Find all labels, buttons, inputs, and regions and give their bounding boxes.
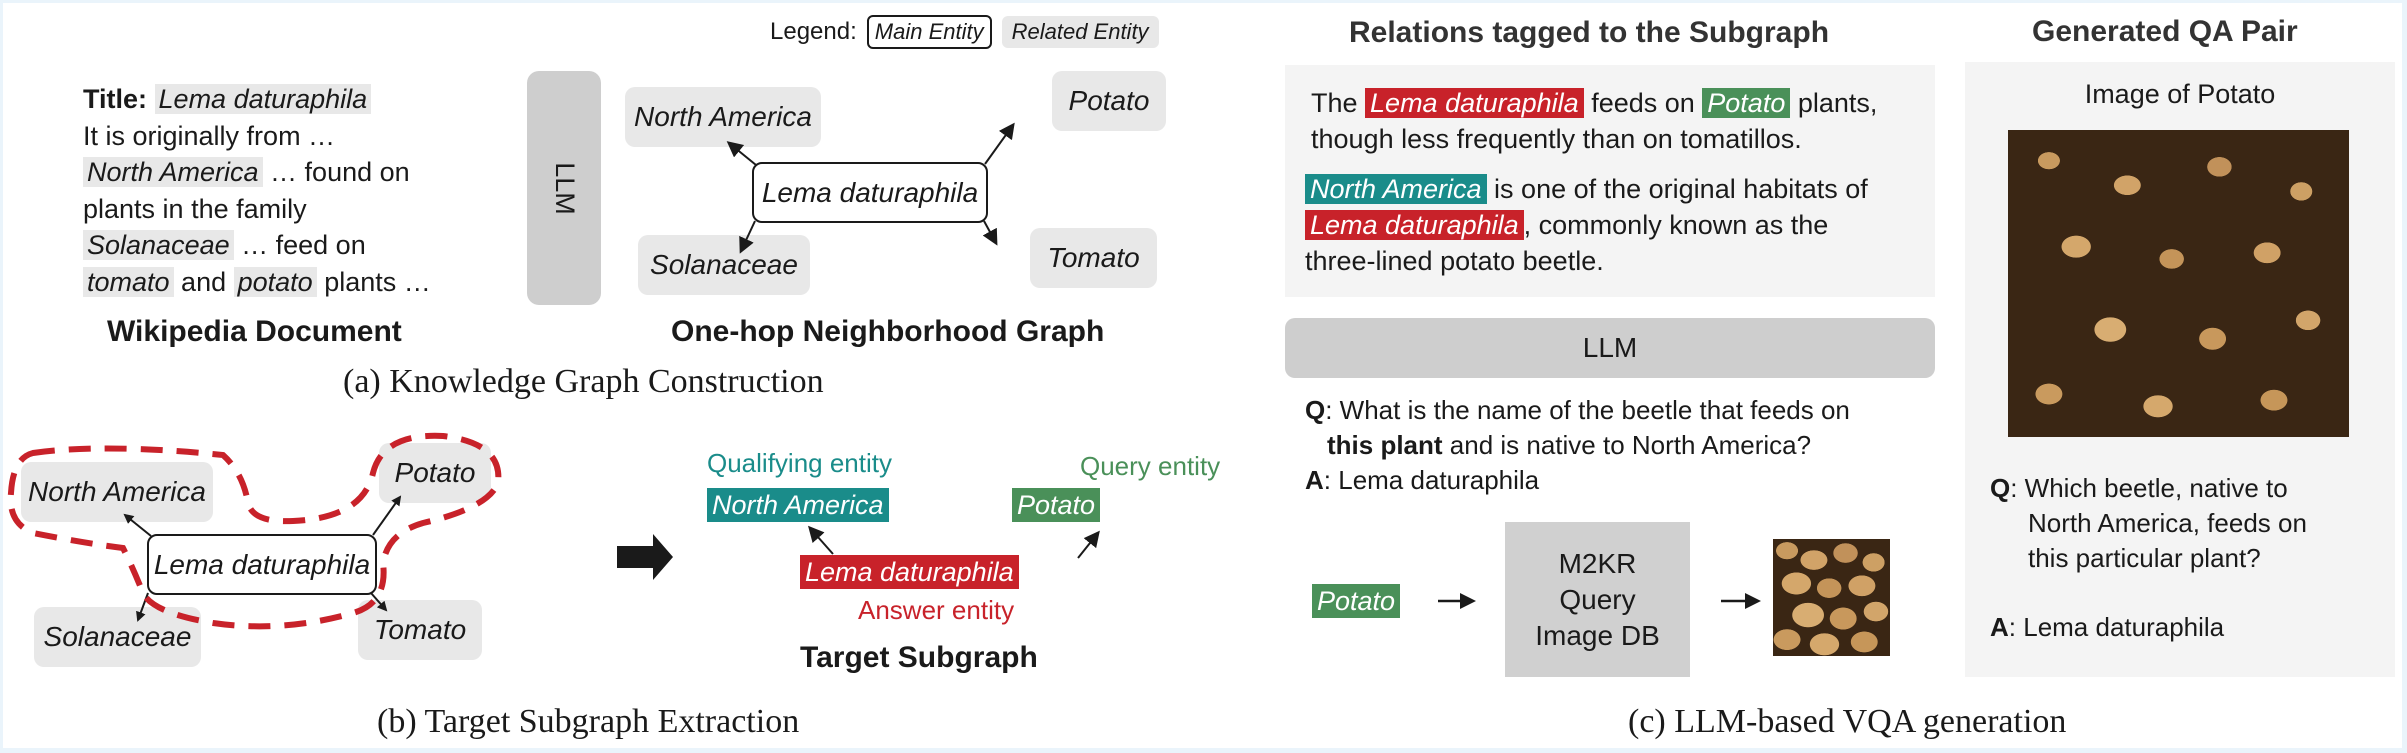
doc-entity-potato: potato <box>233 266 317 297</box>
a-label: A <box>1990 612 2009 642</box>
relation1-query-tag: Potato <box>1702 88 1791 118</box>
relation-text: feeds on <box>1583 88 1703 118</box>
image-label: Image of Potato <box>2084 79 2276 109</box>
legend-related-entity: Related Entity <box>1001 16 1159 48</box>
edge-a-solanaceae <box>739 220 756 254</box>
arrows-overlay <box>7 122 1761 630</box>
edge-a-north-america <box>726 141 757 166</box>
edge-b-north-america <box>123 513 152 537</box>
doc-text: and <box>173 266 234 297</box>
big-right-arrow <box>617 534 673 580</box>
graph-b-node-solanaceae: Solanaceae <box>34 607 201 667</box>
graph-b-node-north-america: North America <box>21 462 213 522</box>
a-label: A <box>1305 465 1324 495</box>
edge-a-potato <box>984 122 1015 165</box>
qualifying-entity-tag: North America <box>707 488 889 522</box>
llm-block-vertical: LLM <box>527 71 601 305</box>
db-line: M2KR <box>1558 547 1637 579</box>
generated-qa-panel: Image of Potato Q: Which beetle, native … <box>1965 62 2395 677</box>
llm-label: LLM <box>1582 332 1638 363</box>
relation-text: The <box>1311 88 1366 118</box>
graph-a-node-north-america: North America <box>625 87 821 147</box>
a-text: : Lema daturaphila <box>2008 612 2225 642</box>
graph-a-main-node: Lema daturaphila <box>752 162 988 223</box>
db-line: Image DB <box>1535 619 1660 651</box>
relations-title: Relations tagged to the Subgraph <box>1349 16 1830 49</box>
relation2-answer-tag: Lema daturaphila <box>1305 210 1524 240</box>
q-bold-text: this plant <box>1327 430 1443 460</box>
intermediate-qa: Q: What is the name of the beetle that f… <box>1305 393 1850 498</box>
llm-block-horizontal: LLM <box>1285 318 1935 378</box>
relations-box: The Lema daturaphila feeds on Potato pla… <box>1285 65 1935 297</box>
qualifying-entity-label: Qualifying entity <box>707 448 892 478</box>
q-text: : What is the name of the beetle that fe… <box>1325 395 1850 425</box>
query-entity-tag: Potato <box>1012 488 1101 522</box>
graph-b-node-potato: Potato <box>379 443 491 503</box>
edge-b-potato <box>372 495 402 536</box>
doc-title-entity: Lema daturaphila <box>154 84 372 114</box>
doc-text: plants … <box>316 266 431 297</box>
wikipedia-document: Title: Lema daturaphila It is originally… <box>83 81 431 300</box>
q-label: Q <box>1990 473 2011 503</box>
q-text: this particular plant? <box>2028 543 2261 573</box>
q-label: Q <box>1305 395 1326 425</box>
doc-entity-solanaceae: Solanaceae <box>83 230 234 260</box>
legend-main-entity: Main Entity <box>866 15 992 49</box>
relation1-answer-tag: Lema daturaphila <box>1365 88 1584 118</box>
relation-text: is one of the original habitats of <box>1486 174 1868 204</box>
q-text: North America, feeds on <box>2028 508 2307 538</box>
figure-canvas: Title: Lema daturaphila It is originally… <box>3 3 2402 748</box>
edge-a-tomato <box>982 220 998 246</box>
generated-question: Q: Which beetle, native to North America… <box>1990 471 2307 576</box>
potato-image <box>2008 130 2349 437</box>
edge-b-tomato <box>370 592 388 612</box>
retrieval-query-tag: Potato <box>1312 584 1401 618</box>
db-line: Query <box>1559 583 1636 615</box>
doc-entity-north-america: North America <box>83 157 263 187</box>
caption-b: (b) Target Subgraph Extraction <box>377 703 800 740</box>
answer-entity-label: Answer entity <box>858 595 1015 625</box>
generated-answer: A: Lema daturaphila <box>1990 612 2224 643</box>
relation-text: though less frequently than on tomatillo… <box>1311 124 1802 154</box>
doc-text: … feed on <box>233 230 366 260</box>
q-text: : Which beetle, native to <box>2010 473 2288 503</box>
legend-label: Legend: <box>770 18 857 45</box>
edge-subgraph-qualifying <box>808 525 834 555</box>
graph-a-node-tomato: Tomato <box>1030 228 1157 288</box>
generated-qa-title: Generated QA Pair <box>2032 15 2298 48</box>
graph-b-node-tomato: Tomato <box>358 600 482 660</box>
query-entity-label: Query entity <box>1080 451 1221 481</box>
doc-entity-tomato: tomato <box>83 266 174 297</box>
relation-text: plants, <box>1790 88 1878 118</box>
relation2-qualifying-tag: North America <box>1305 174 1487 204</box>
doc-line: plants in the family <box>83 193 307 224</box>
graph-a-node-potato: Potato <box>1052 71 1166 131</box>
graph-a-label: One-hop Neighborhood Graph <box>671 315 1105 348</box>
graph-b-main-node: Lema daturaphila <box>147 534 377 595</box>
relation-text: three-lined potato beetle. <box>1305 246 1604 276</box>
doc-title-label: Title: <box>83 84 148 114</box>
legend: Legend: Main Entity Related Entity <box>770 15 1159 49</box>
graph-a-node-solanaceae: Solanaceae <box>638 235 810 295</box>
m2kr-image-db: M2KR Query Image DB <box>1505 522 1690 677</box>
edge-subgraph-query <box>1077 530 1100 559</box>
caption-c: (c) LLM-based VQA generation <box>1628 703 2067 740</box>
q-text: and is native to North America? <box>1442 430 1812 460</box>
wikipedia-document-label: Wikipedia Document <box>107 315 402 348</box>
subgraph-dashed-outline <box>7 432 502 630</box>
doc-text: … found on <box>262 157 410 187</box>
a-text: : Lema daturaphila <box>1323 465 1540 495</box>
edge-b-solanaceae <box>136 592 149 622</box>
target-subgraph-label: Target Subgraph <box>800 641 1038 674</box>
retrieved-potato-image <box>1773 539 1890 656</box>
doc-line: It is originally from … <box>83 120 336 151</box>
caption-a: (a) Knowledge Graph Construction <box>343 363 824 400</box>
answer-entity-tag: Lema daturaphila <box>800 555 1019 589</box>
relation-text: , commonly known as the <box>1523 210 1829 240</box>
